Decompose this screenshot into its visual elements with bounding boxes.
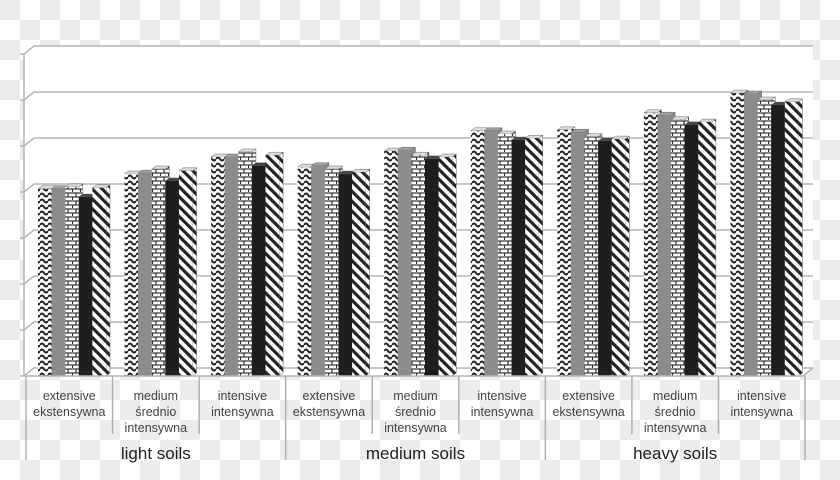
x-axis-label: intensive intensywna [470, 389, 534, 419]
bar [351, 168, 371, 377]
bar-series [37, 89, 804, 377]
x-axis-group-label: heavy soils [633, 444, 718, 463]
x-axis-label: extensive ekstensywna [552, 389, 625, 419]
bar [264, 151, 284, 377]
bar [524, 134, 544, 377]
x-axis-label: extensive ekstensywna [292, 389, 366, 419]
axes [23, 54, 814, 460]
x-axis-label: medium średnio intensywna [643, 389, 707, 435]
x-axis-label: extensive ekstensywna [33, 389, 106, 419]
x-axis-label: intensive intensywna [211, 389, 274, 419]
bar [178, 167, 198, 377]
x-axis-label: intensive intensywna [730, 389, 793, 419]
x-axis-label: medium średnio intensywna [124, 389, 188, 435]
x-axis-group-label: medium soils [365, 444, 466, 463]
bar [610, 135, 631, 377]
bar [784, 98, 804, 377]
x-axis-group-label: light soils [120, 444, 191, 463]
x-axis-label: medium średnio intensywna [384, 389, 447, 435]
bar [91, 184, 111, 377]
bar [437, 153, 457, 377]
bar [697, 118, 717, 377]
